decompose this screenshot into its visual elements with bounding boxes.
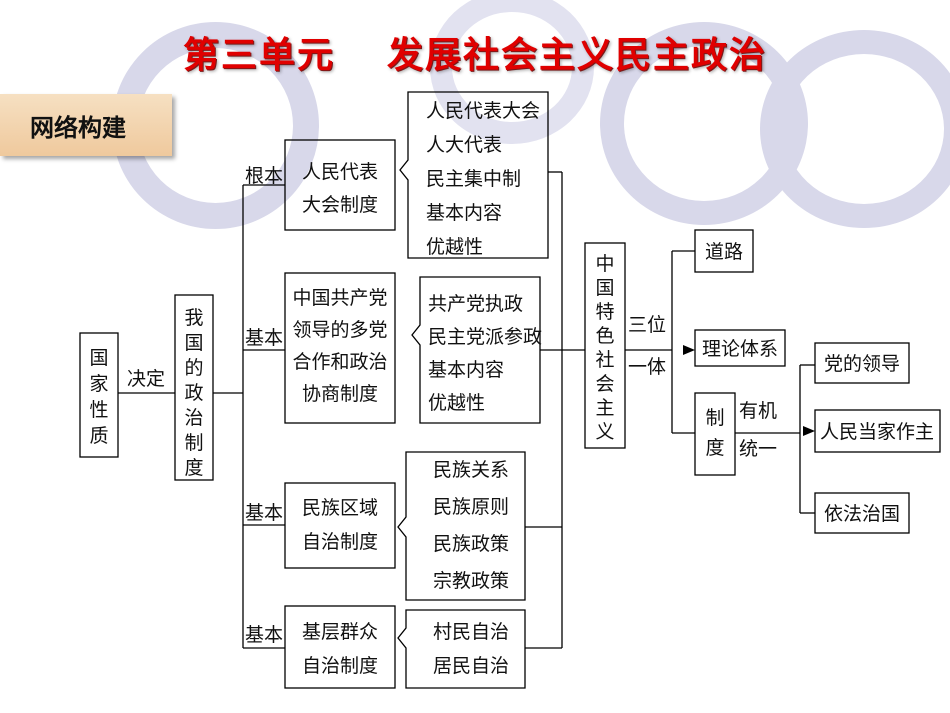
unit-topic: 发展社会主义民主政治 bbox=[387, 35, 768, 76]
node-political-system: 我 bbox=[184, 307, 203, 329]
node-political-system: 国 bbox=[184, 332, 203, 354]
system-item: 民族原则 bbox=[433, 496, 509, 518]
node-state-nature: 国 bbox=[89, 347, 108, 369]
relation-label: 根本 bbox=[245, 165, 283, 187]
node-socialism: 义 bbox=[595, 421, 614, 443]
node-socialism: 主 bbox=[595, 397, 614, 419]
label-decide: 决定 bbox=[127, 368, 165, 390]
system-item: 基本内容 bbox=[426, 202, 502, 224]
brace-3 bbox=[397, 451, 417, 601]
node-political-system: 治 bbox=[184, 407, 203, 429]
node-socialism: 会 bbox=[595, 373, 614, 395]
node-state-nature: 质 bbox=[89, 425, 108, 447]
label-organic: 有机 bbox=[739, 400, 777, 422]
box-political-system bbox=[174, 294, 214, 481]
system-item: 居民自治 bbox=[433, 655, 509, 677]
node-socialism: 中 bbox=[595, 253, 614, 275]
node-political-system: 度 bbox=[184, 457, 203, 479]
relation-label: 基本 bbox=[245, 502, 283, 524]
node-system: 度 bbox=[705, 437, 724, 459]
relation-label: 基本 bbox=[245, 327, 283, 349]
system-name-line: 协商制度 bbox=[302, 383, 378, 405]
system-item: 共产党执政 bbox=[428, 293, 523, 315]
network-tag: 网络构建 bbox=[0, 94, 172, 156]
node-socialism: 社 bbox=[595, 349, 614, 371]
system-name-line: 合作和政治 bbox=[292, 351, 387, 373]
box-cpc-coop bbox=[284, 272, 396, 424]
system-item: 民族政策 bbox=[433, 533, 509, 555]
system-item: 人大代表 bbox=[426, 134, 502, 156]
system-name-line: 人民代表 bbox=[302, 161, 378, 183]
system-item: 村民自治 bbox=[433, 621, 509, 643]
diagram-labels: 国家性质决定我国的政治制度根本人民代表大会制度人民代表大会人大代表民主集中制基本… bbox=[89, 100, 934, 677]
label-organic: 统一 bbox=[739, 438, 777, 460]
system-item: 宗教政策 bbox=[433, 570, 509, 592]
system-item: 基本内容 bbox=[428, 359, 504, 381]
node-road: 道路 bbox=[705, 241, 743, 263]
network-tag-label: 网络构建 bbox=[30, 114, 126, 142]
node-party-leadership: 党的领导 bbox=[824, 353, 900, 375]
system-name-line: 大会制度 bbox=[302, 194, 378, 216]
system-name-line: 基层群众 bbox=[302, 621, 378, 643]
box-theory bbox=[694, 329, 786, 367]
system-name-line: 自治制度 bbox=[302, 655, 378, 677]
system-item: 人民代表大会 bbox=[426, 100, 540, 122]
box-state-nature bbox=[79, 332, 119, 458]
node-people-masters: 人民当家作主 bbox=[820, 421, 934, 443]
label-trinity: 一体 bbox=[628, 356, 666, 378]
unit-number: 第三单元 bbox=[182, 35, 335, 76]
node-socialism: 国 bbox=[595, 277, 614, 299]
system-item: 民主集中制 bbox=[426, 168, 521, 190]
node-political-system: 的 bbox=[184, 357, 203, 379]
box-party bbox=[814, 342, 910, 384]
arrow-people bbox=[803, 426, 815, 436]
brace-2 bbox=[411, 276, 431, 424]
box-ethnic bbox=[284, 482, 396, 569]
brace-1 bbox=[399, 91, 419, 259]
node-political-system: 政 bbox=[184, 382, 203, 404]
unit-title: 第三单元 发展社会主义民主政治 bbox=[0, 26, 950, 78]
node-political-system: 制 bbox=[184, 432, 203, 454]
brace-4 bbox=[397, 609, 417, 689]
arrow-theory bbox=[683, 345, 695, 355]
box-npc bbox=[284, 139, 396, 231]
node-system: 制 bbox=[705, 407, 724, 429]
node-socialism: 色 bbox=[595, 325, 614, 347]
system-item: 民族关系 bbox=[433, 459, 509, 481]
group-1 bbox=[419, 91, 549, 259]
node-rule-of-law: 依法治国 bbox=[824, 503, 900, 525]
label-trinity: 三位 bbox=[628, 314, 666, 336]
system-name-line: 中国共产党 bbox=[292, 287, 387, 309]
node-theory: 理论体系 bbox=[702, 338, 778, 360]
box-system bbox=[694, 392, 736, 476]
box-socialism bbox=[584, 242, 626, 449]
group-4 bbox=[417, 609, 526, 689]
system-item: 优越性 bbox=[426, 236, 483, 258]
system-item: 优越性 bbox=[428, 392, 485, 414]
system-item: 民主党派参政 bbox=[428, 326, 542, 348]
node-state-nature: 家 bbox=[89, 373, 108, 395]
relation-label: 基本 bbox=[245, 624, 283, 646]
node-state-nature: 性 bbox=[89, 399, 108, 421]
node-socialism: 特 bbox=[595, 301, 614, 323]
system-name-line: 自治制度 bbox=[302, 531, 378, 553]
system-name-line: 领导的多党 bbox=[292, 319, 387, 341]
box-grassroots bbox=[284, 605, 396, 689]
system-name-line: 民族区域 bbox=[302, 497, 378, 519]
group-3 bbox=[417, 451, 526, 601]
